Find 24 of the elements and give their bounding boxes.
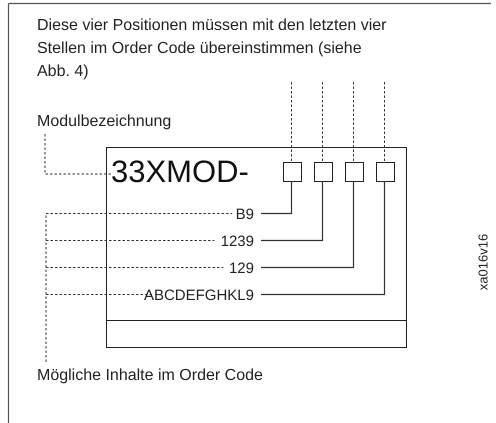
leader-line: [261, 181, 386, 296]
code-value: 129: [191, 259, 254, 278]
module-label: Modulbezeichnung: [37, 110, 187, 134]
leader-line: [261, 181, 354, 268]
leader-line: [261, 181, 324, 242]
code-square: [283, 162, 302, 182]
note-text: Diese vier Positionen müssen mit den letzten vier Stellen im Order Code übereinstimmen (siehe Abb. 4): [37, 14, 397, 78]
leader-line: [44, 134, 112, 174]
leader-line: [291, 80, 292, 162]
leader-line: [384, 80, 385, 162]
code-value: 1239: [191, 232, 254, 251]
code-value: ABCDEFGHKL9: [113, 286, 254, 305]
code-square: [314, 162, 333, 182]
code-value: B9: [201, 205, 254, 224]
leader-line: [353, 80, 354, 162]
leader-line: [322, 80, 323, 162]
leader-line: [46, 294, 153, 362]
contents-label: Mögliche Inhalte im Order Code: [37, 364, 267, 412]
figure-code: xa016v16: [476, 234, 490, 290]
code-square: [376, 162, 395, 182]
module-code: 33XMOD-: [111, 151, 277, 193]
nameplate: [106, 147, 407, 348]
leader-line: [261, 181, 292, 214]
code-square: [345, 162, 364, 182]
